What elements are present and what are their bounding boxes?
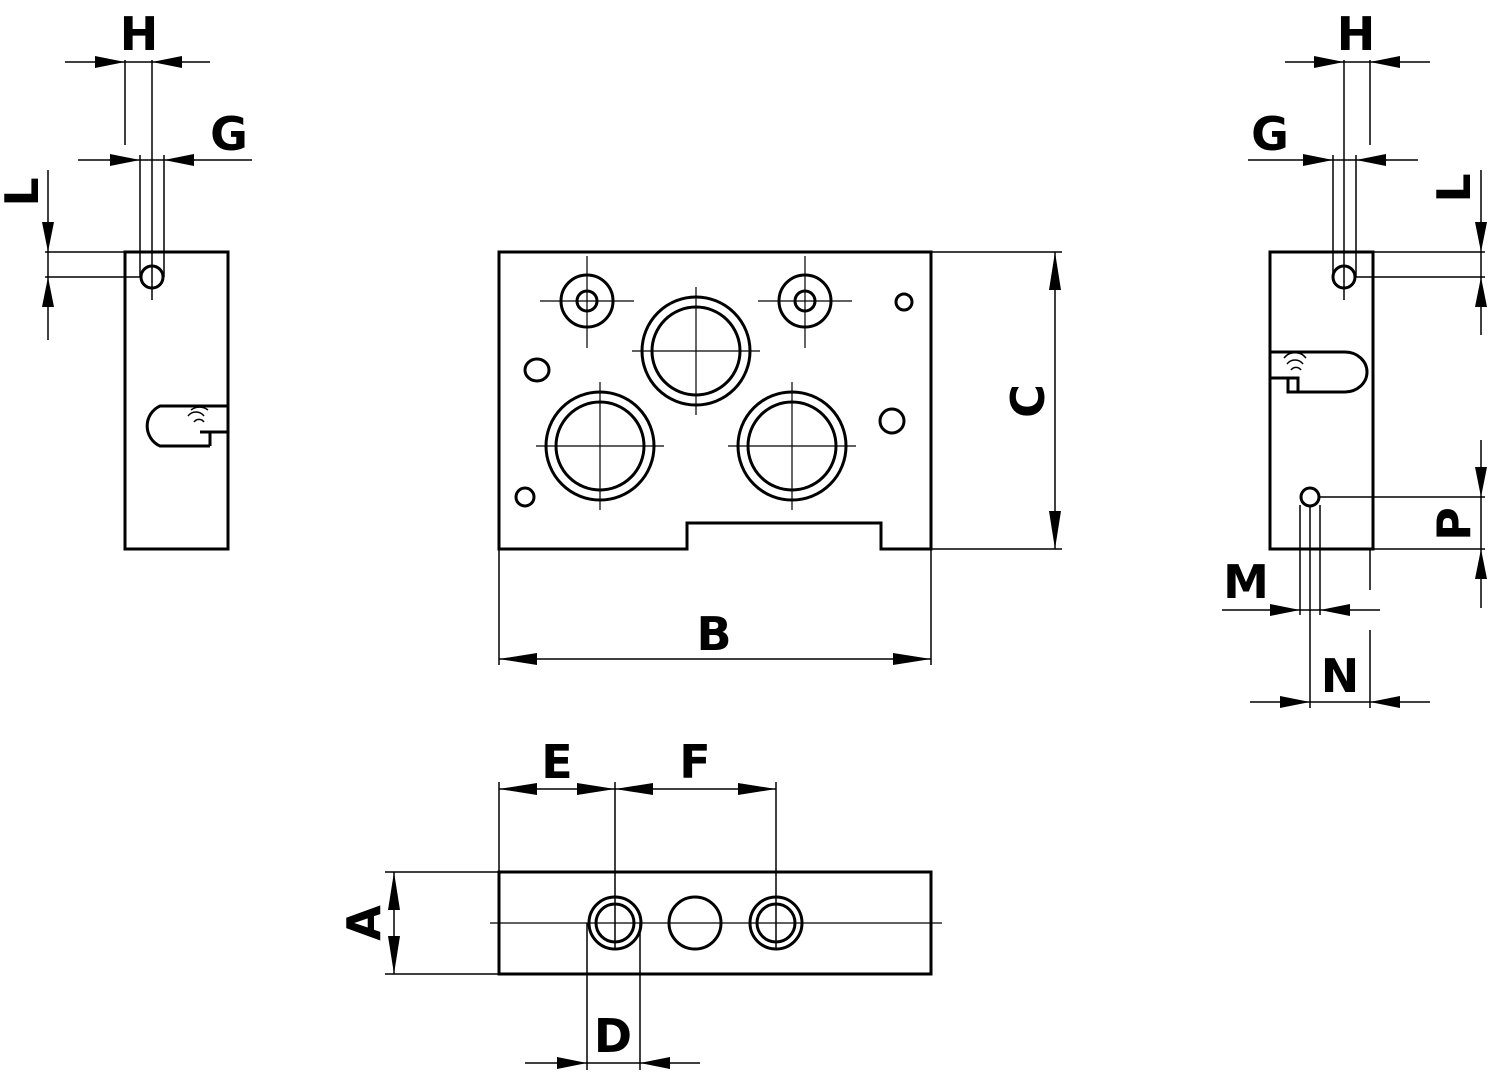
bottom-f-label: F <box>679 735 710 789</box>
front-view-body <box>497 250 933 551</box>
front-pilot-port-right <box>758 256 852 348</box>
front-mount-hole-1 <box>523 357 551 383</box>
front-view: C B <box>497 250 1062 665</box>
bottom-d-label: D <box>594 1009 632 1063</box>
left-g-label: G <box>210 107 248 161</box>
left-side-view: H G L <box>0 7 252 551</box>
front-port-outlet-left <box>536 382 664 510</box>
front-mount-hole-2 <box>514 486 536 508</box>
front-c-label: C <box>1001 384 1055 418</box>
front-port-supply <box>632 287 760 415</box>
front-mount-hole-3 <box>894 292 914 312</box>
right-bottom-hole <box>1299 486 1321 508</box>
right-override-cutout <box>1288 350 1369 394</box>
right-g-label: G <box>1251 107 1289 161</box>
bottom-e-label: E <box>541 735 572 789</box>
right-p-label: P <box>1427 507 1481 541</box>
left-override-cutout <box>145 404 210 448</box>
front-b-label: B <box>696 607 731 661</box>
right-side-view: H G L M N P <box>1222 7 1487 708</box>
right-l-label: L <box>1427 173 1481 202</box>
bottom-a-label: A <box>337 905 391 941</box>
bottom-port-2 <box>667 895 723 951</box>
left-h-label: H <box>120 7 159 61</box>
left-l-label: L <box>0 177 49 206</box>
left-view-body <box>123 250 230 551</box>
bottom-view: E F A D <box>337 735 942 1070</box>
right-n-label: N <box>1321 649 1360 703</box>
front-port-outlet-right <box>728 382 856 510</box>
right-view-body <box>1268 250 1375 551</box>
right-m-label: M <box>1223 555 1269 609</box>
front-pilot-port-left <box>540 256 634 348</box>
front-mount-hole-4 <box>878 407 906 435</box>
right-h-label: H <box>1337 7 1376 61</box>
